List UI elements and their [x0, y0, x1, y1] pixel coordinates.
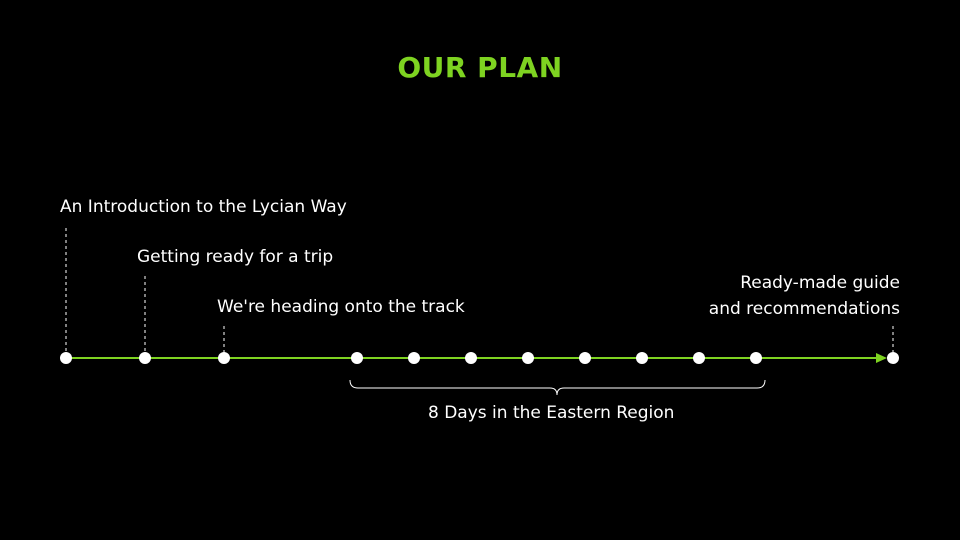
timeline-arrowhead — [876, 353, 887, 363]
node-introduction — [60, 352, 72, 364]
node-day-3 — [465, 352, 477, 364]
milestone-label-heading-onto-track: We're heading onto the track — [217, 297, 465, 317]
milestone-label-guide: Ready-made guide and recommendations — [709, 270, 900, 322]
node-day-2 — [408, 352, 420, 364]
node-getting-ready — [139, 352, 151, 364]
milestone-label-getting-ready: Getting ready for a trip — [137, 247, 334, 267]
node-day-6 — [636, 352, 648, 364]
node-day-5 — [579, 352, 591, 364]
milestone-label-guide-line1: Ready-made guide — [740, 273, 900, 293]
node-guide — [887, 352, 899, 364]
node-day-7 — [693, 352, 705, 364]
milestone-label-guide-line2: and recommendations — [708, 299, 900, 319]
node-day-1 — [351, 352, 363, 364]
eight-days-bracket — [349, 379, 766, 396]
node-day-4 — [522, 352, 534, 364]
milestone-label-introduction: An Introduction to the Lycian Way — [60, 197, 347, 217]
node-day-8 — [750, 352, 762, 364]
node-heading-onto-track — [218, 352, 230, 364]
page-title: OUR PLAN — [397, 51, 563, 84]
bracket-label-eight-days: 8 Days in the Eastern Region — [428, 403, 675, 423]
